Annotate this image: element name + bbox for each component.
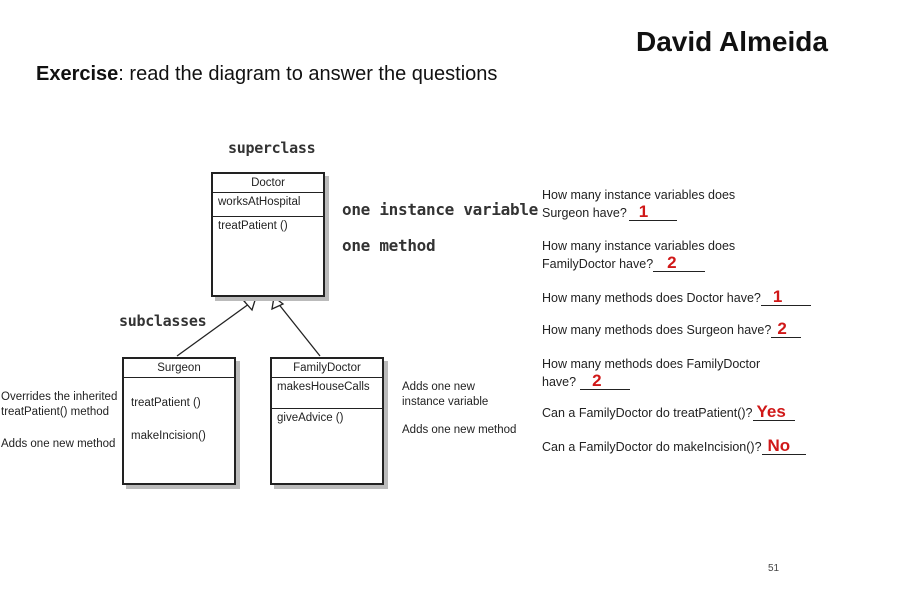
overrides-note-line2: treatPatient() method (1, 406, 110, 418)
answer-2: 2 (653, 254, 706, 272)
superclass-label: superclass (228, 139, 316, 157)
answer-7: No (761, 437, 806, 455)
question-3-line1: How many methods does Doctor have? (542, 291, 761, 305)
exercise-text: : read the diagram to answer the questio… (118, 63, 498, 85)
answer-5: 2 (580, 372, 631, 390)
surgeon-class-name: Surgeon (124, 359, 234, 378)
answer-4: 2 (771, 320, 802, 338)
subclasses-label: subclasses (119, 312, 207, 330)
familydoctor-inheritance-arrowhead (271, 295, 285, 311)
question-3: How many methods does Doctor have?1 (542, 288, 811, 307)
question-7-line1: Can a FamilyDoctor do makeIncision()? (542, 440, 762, 454)
adds-variable-note-line1: Adds one new (402, 381, 475, 393)
overrides-note: Overrides the inherited treatPatient() m… (1, 390, 117, 420)
familydoctor-class-name: FamilyDoctor (272, 359, 382, 378)
question-5: How many methods does FamilyDoctor have?… (542, 356, 760, 391)
familydoctor-variable: makesHouseCalls (272, 378, 382, 409)
question-4-line1: How many methods does Surgeon have? (542, 323, 772, 337)
doctor-class-box: Doctor worksAtHospital treatPatient () (211, 172, 325, 297)
question-2-line2: FamilyDoctor have? (542, 257, 654, 271)
question-4: How many methods does Surgeon have?2 (542, 320, 802, 339)
doctor-class-name: Doctor (213, 174, 323, 193)
one-method-label: one method (342, 236, 436, 255)
surgeon-inheritance-line (176, 300, 254, 357)
question-6: Can a FamilyDoctor do treatPatient()?Yes (542, 403, 795, 422)
doctor-method: treatPatient () (218, 220, 288, 232)
familydoctor-method: giveAdvice () (277, 412, 344, 424)
question-2: How many instance variables does FamilyD… (542, 238, 735, 273)
question-5-line1: How many methods does FamilyDoctor (542, 357, 761, 371)
surgeon-method-makeincision: makeIncision() (131, 430, 206, 442)
familydoctor-inheritance-line (276, 301, 321, 357)
doctor-variable: worksAtHospital (213, 193, 323, 217)
question-1-line1: How many instance variables does (542, 188, 736, 202)
adds-variable-note-line2: instance variable (402, 396, 489, 408)
adds-method-note-right: Adds one new method (402, 424, 517, 436)
question-1: How many instance variables does Surgeon… (542, 187, 735, 222)
question-1-line2: Surgeon have? (542, 206, 627, 220)
author-name: David Almeida (636, 26, 828, 57)
question-2-line1: How many instance variables does (542, 239, 736, 253)
adds-variable-note: Adds one new instance variable (402, 380, 488, 410)
answer-3: 1 (760, 288, 811, 306)
overrides-note-line1: Overrides the inherited (1, 391, 118, 403)
answer-1: 1 (628, 203, 677, 221)
question-6-line1: Can a FamilyDoctor do treatPatient()? (542, 406, 753, 420)
surgeon-inheritance-arrowhead (242, 295, 257, 312)
question-5-line2: have? (542, 375, 577, 389)
answer-6: Yes (752, 403, 795, 421)
question-7: Can a FamilyDoctor do makeIncision()?No (542, 437, 806, 456)
exercise-label: Exercise (36, 63, 119, 85)
surgeon-method-treatpatient: treatPatient () (131, 397, 201, 409)
one-instance-variable-label: one instance variable (342, 200, 538, 219)
exercise-instruction: Exercise: read the diagram to answer the… (36, 63, 497, 86)
familydoctor-class-box: FamilyDoctor makesHouseCalls giveAdvice … (270, 357, 384, 485)
adds-method-note-left: Adds one new method (1, 438, 116, 450)
page-number: 51 (768, 563, 780, 574)
surgeon-class-box: Surgeon treatPatient () makeIncision() (122, 357, 236, 485)
